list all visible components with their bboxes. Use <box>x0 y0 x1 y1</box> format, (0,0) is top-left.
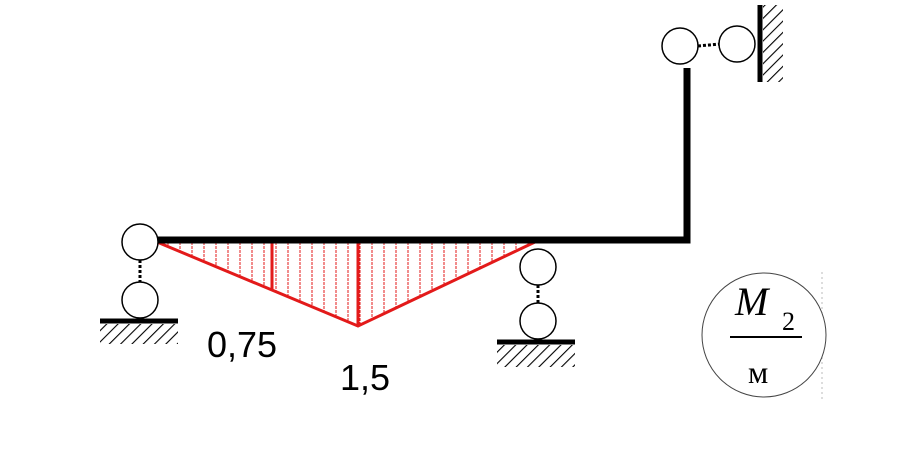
moment-value-quarter: 0,75 <box>207 324 277 365</box>
moment-hatching <box>167 242 529 326</box>
badge-moment-subscript: 2 <box>782 307 795 336</box>
badge-unit: м <box>748 354 768 390</box>
middle-roller-support <box>497 248 575 367</box>
moment-value-peak: 1,5 <box>340 357 390 398</box>
top-right-link-support <box>661 5 783 82</box>
badge-moment-symbol: M <box>734 279 771 324</box>
left-roller-support <box>100 223 178 344</box>
diagram-badge: M 2 м <box>701 272 827 400</box>
frame-beam <box>140 68 691 244</box>
moment-diagram-outline <box>156 240 536 328</box>
